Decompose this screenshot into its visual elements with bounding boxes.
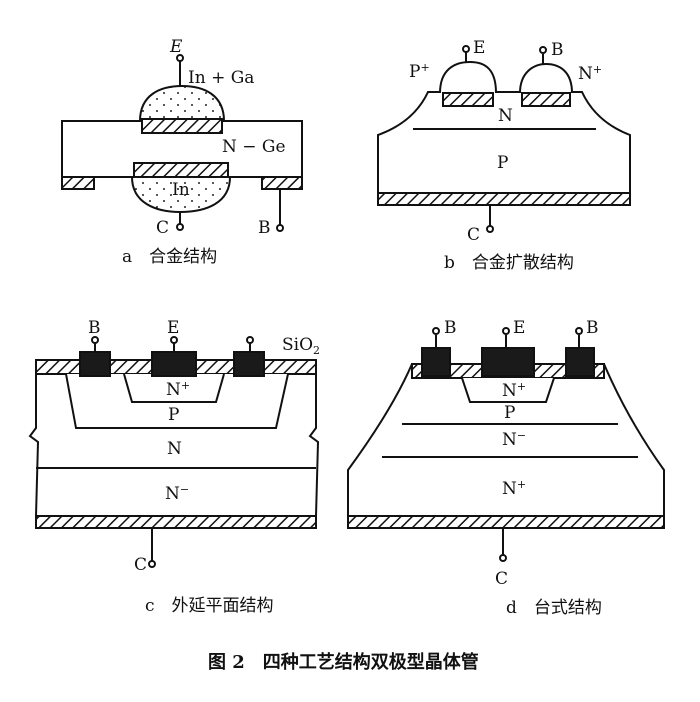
d-label-n-plus: N+ — [502, 478, 526, 499]
d-label-e: E — [513, 318, 525, 338]
b-emitter-terminal — [462, 45, 470, 53]
b-caption: b 合金扩散结构 — [444, 253, 574, 273]
panel-a-alloy — [61, 54, 303, 232]
a-label-n-ge: N − Ge — [222, 137, 286, 157]
a-emitter-bead — [139, 84, 225, 122]
d-base-contact-left — [421, 347, 451, 377]
b-emitter-junction — [442, 92, 494, 107]
b-base-terminal — [539, 46, 547, 54]
c-caption: c 外延平面结构 — [145, 596, 274, 616]
c-label-n-minus: N− — [165, 483, 189, 504]
d-bottom-contact — [347, 515, 665, 529]
d-emitter-terminal — [502, 327, 510, 335]
c-base-right-terminal — [246, 336, 254, 344]
b-collector-terminal — [486, 225, 494, 233]
d-collector-terminal — [499, 554, 507, 562]
b-label-n-plus: N+ — [578, 63, 602, 84]
b-label-p-region: P — [497, 153, 508, 173]
c-base-contact-right — [233, 351, 265, 377]
a-base-terminal — [276, 224, 284, 232]
b-emitter-bead — [439, 60, 497, 94]
d-emitter-contact — [481, 347, 535, 377]
a-pad-right — [261, 176, 303, 190]
a-label-b: B — [258, 218, 271, 238]
a-label-in-ga: In + Ga — [188, 68, 254, 88]
a-label-e: E — [169, 37, 183, 57]
c-body-outline — [28, 360, 320, 517]
b-label-n-region: N — [498, 106, 513, 126]
b-label-b: B — [551, 40, 564, 60]
panel-b-alloy-diffused — [377, 45, 631, 233]
a-caption: a 合金结构 — [122, 247, 217, 267]
c-label-n: N — [167, 439, 182, 459]
c-collector-terminal — [148, 560, 156, 568]
b-base-junction — [521, 92, 571, 107]
b-bottom-contact — [377, 192, 631, 206]
d-label-b-left: B — [444, 318, 457, 338]
c-emitter-diffusion — [123, 373, 225, 403]
a-label-in: In — [172, 180, 190, 200]
d-emitter-diffusion — [461, 377, 555, 403]
c-label-c: C — [134, 555, 147, 575]
panel-d-mesa — [347, 327, 665, 562]
d-base-right-terminal — [575, 327, 583, 335]
a-collector-junction — [133, 162, 229, 178]
d-base-left-terminal — [432, 327, 440, 335]
b-p-body — [377, 91, 631, 194]
c-base-contact-left — [79, 351, 111, 377]
figure-caption: 图 2 四种工艺结构双极型晶体管 — [208, 651, 479, 673]
c-label-sio2: SiO2 — [282, 335, 320, 357]
d-label-p: P — [504, 403, 515, 423]
panel-c-epitaxial-planar — [28, 336, 320, 568]
b-label-c: C — [467, 225, 480, 245]
d-label-c: C — [495, 569, 508, 589]
c-bottom-contact — [35, 515, 317, 529]
d-label-n-minus: N− — [502, 429, 526, 450]
a-label-c: C — [156, 218, 169, 238]
d-base-contact-right — [565, 347, 595, 377]
a-pad-left — [61, 176, 95, 190]
c-emitter-terminal — [170, 336, 178, 344]
b-label-e: E — [473, 38, 485, 58]
c-emitter-contact — [151, 351, 197, 377]
c-label-n-plus: N+ — [166, 379, 190, 400]
a-emitter-terminal — [176, 54, 184, 62]
c-base-terminal — [91, 336, 99, 344]
c-label-b: B — [88, 318, 101, 338]
b-base-bead — [519, 62, 573, 94]
a-collector-terminal — [176, 223, 184, 231]
c-label-p: P — [168, 405, 179, 425]
d-label-n-plus-emitter: N+ — [502, 380, 526, 401]
d-caption: d 台式结构 — [506, 598, 602, 618]
c-label-e: E — [167, 318, 179, 338]
d-label-b-right: B — [586, 318, 599, 338]
b-label-p-plus: P+ — [409, 61, 430, 82]
a-emitter-junction — [141, 118, 223, 134]
